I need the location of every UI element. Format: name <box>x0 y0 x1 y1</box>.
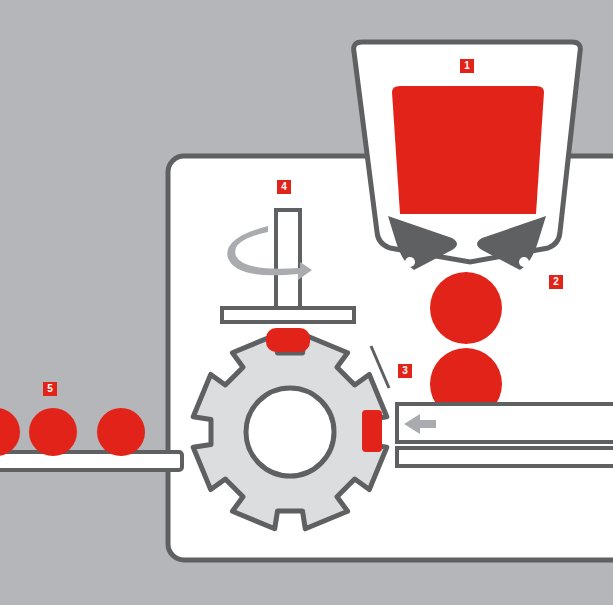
forming-gear <box>193 335 387 529</box>
output-conveyor <box>0 452 182 470</box>
callout-number: 2 <box>549 275 563 289</box>
slug <box>362 410 382 452</box>
slug <box>266 328 310 352</box>
hopper <box>354 42 581 262</box>
callout-number: 3 <box>398 364 412 378</box>
hopper-material <box>392 86 544 214</box>
spindle <box>276 210 300 314</box>
cutter-blade <box>388 216 457 270</box>
gear-hub <box>246 388 334 476</box>
feed-arrow <box>404 414 436 434</box>
press-plate <box>222 308 354 322</box>
blade-pivot <box>519 257 529 267</box>
ball <box>97 408 145 456</box>
ball <box>430 272 502 344</box>
feed-rail <box>397 448 613 466</box>
callout-number: 5 <box>43 382 57 396</box>
rotation-arrow <box>227 226 312 280</box>
callout-number: 4 <box>277 180 291 194</box>
feed-conveyor <box>397 404 613 442</box>
callout-number: 1 <box>460 59 474 73</box>
ball <box>0 408 20 456</box>
ball <box>29 408 77 456</box>
cutter-blade <box>477 216 546 270</box>
blade-pivot <box>405 257 415 267</box>
